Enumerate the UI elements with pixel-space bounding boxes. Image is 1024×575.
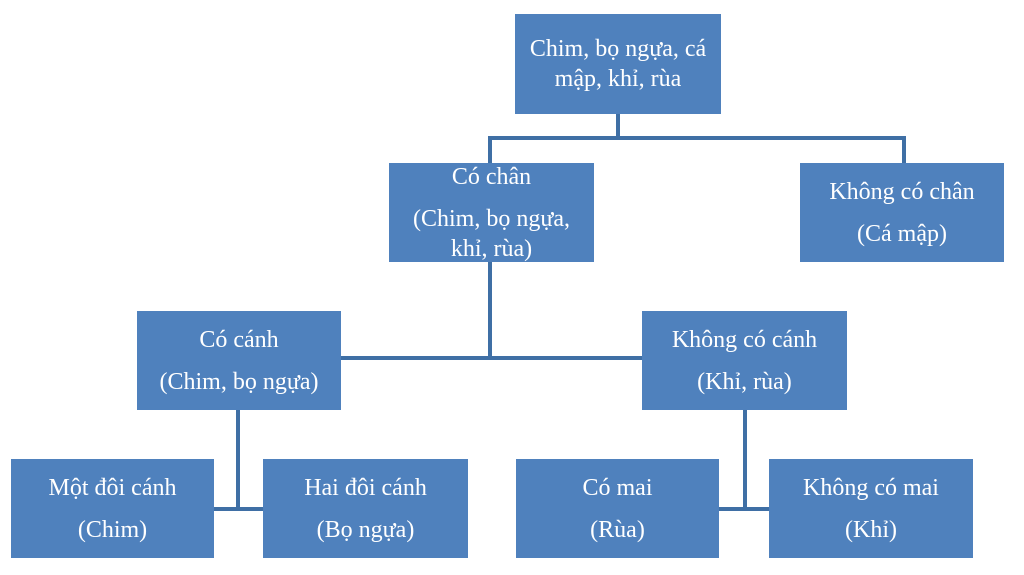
- node-has-legs-members-2: khỉ, rùa): [450, 235, 533, 262]
- node-has-shell-members: (Rùa): [590, 516, 645, 543]
- node-has-wings-members: (Chim, bọ ngựa): [159, 368, 319, 395]
- node-has-shell: Có mai (Rùa): [516, 459, 719, 558]
- node-no-shell-title: Không có mai: [803, 474, 939, 501]
- node-no-wings: Không có cánh (Khỉ, rùa): [642, 311, 847, 410]
- node-no-shell: Không có mai (Khỉ): [769, 459, 973, 558]
- node-no-wings-members: (Khỉ, rùa): [697, 368, 792, 395]
- connector-legs-stem: [488, 262, 492, 358]
- connector-nowings-bar: [718, 507, 770, 511]
- node-no-legs: Không có chân (Cá mập): [800, 163, 1004, 262]
- node-two-pairs-wings: Hai đôi cánh (Bọ ngựa): [263, 459, 468, 558]
- connector-root-bar: [488, 136, 906, 140]
- connector-legs-bar: [340, 356, 642, 360]
- connector-root-stem: [616, 114, 620, 138]
- node-no-wings-title: Không có cánh: [671, 326, 818, 353]
- node-no-legs-members: (Cá mập): [857, 220, 947, 247]
- node-has-legs-members-1: (Chim, bọ ngựa,: [413, 205, 570, 232]
- connector-root-right-drop: [902, 136, 906, 163]
- node-root: Chim, bọ ngựa, cá mập, khỉ, rùa: [515, 14, 721, 114]
- node-one-pair-wings-title: Một đôi cánh: [48, 474, 177, 501]
- node-no-shell-members: (Khỉ): [845, 516, 897, 543]
- node-root-line-1: Chim, bọ ngựa, cá: [529, 36, 707, 62]
- node-one-pair-wings: Một đôi cánh (Chim): [11, 459, 214, 558]
- node-two-pairs-wings-members: (Bọ ngựa): [316, 516, 415, 543]
- node-has-wings-title: Có cánh: [199, 326, 279, 353]
- node-two-pairs-wings-title: Hai đôi cánh: [304, 474, 427, 501]
- node-no-legs-title: Không có chân: [829, 178, 975, 205]
- node-has-legs-title: Có chân: [451, 163, 532, 190]
- connector-root-left-drop: [488, 136, 492, 163]
- node-one-pair-wings-members: (Chim): [77, 516, 148, 543]
- node-has-legs: Có chân (Chim, bọ ngựa, khỉ, rùa): [389, 163, 594, 262]
- node-root-line-2: mập, khỉ, rùa: [554, 66, 682, 92]
- node-has-shell-title: Có mai: [582, 474, 653, 501]
- node-has-wings: Có cánh (Chim, bọ ngựa): [137, 311, 341, 410]
- connector-nowings-stem: [743, 410, 747, 510]
- connector-wings-bar: [214, 507, 264, 511]
- connector-wings-stem: [236, 410, 240, 510]
